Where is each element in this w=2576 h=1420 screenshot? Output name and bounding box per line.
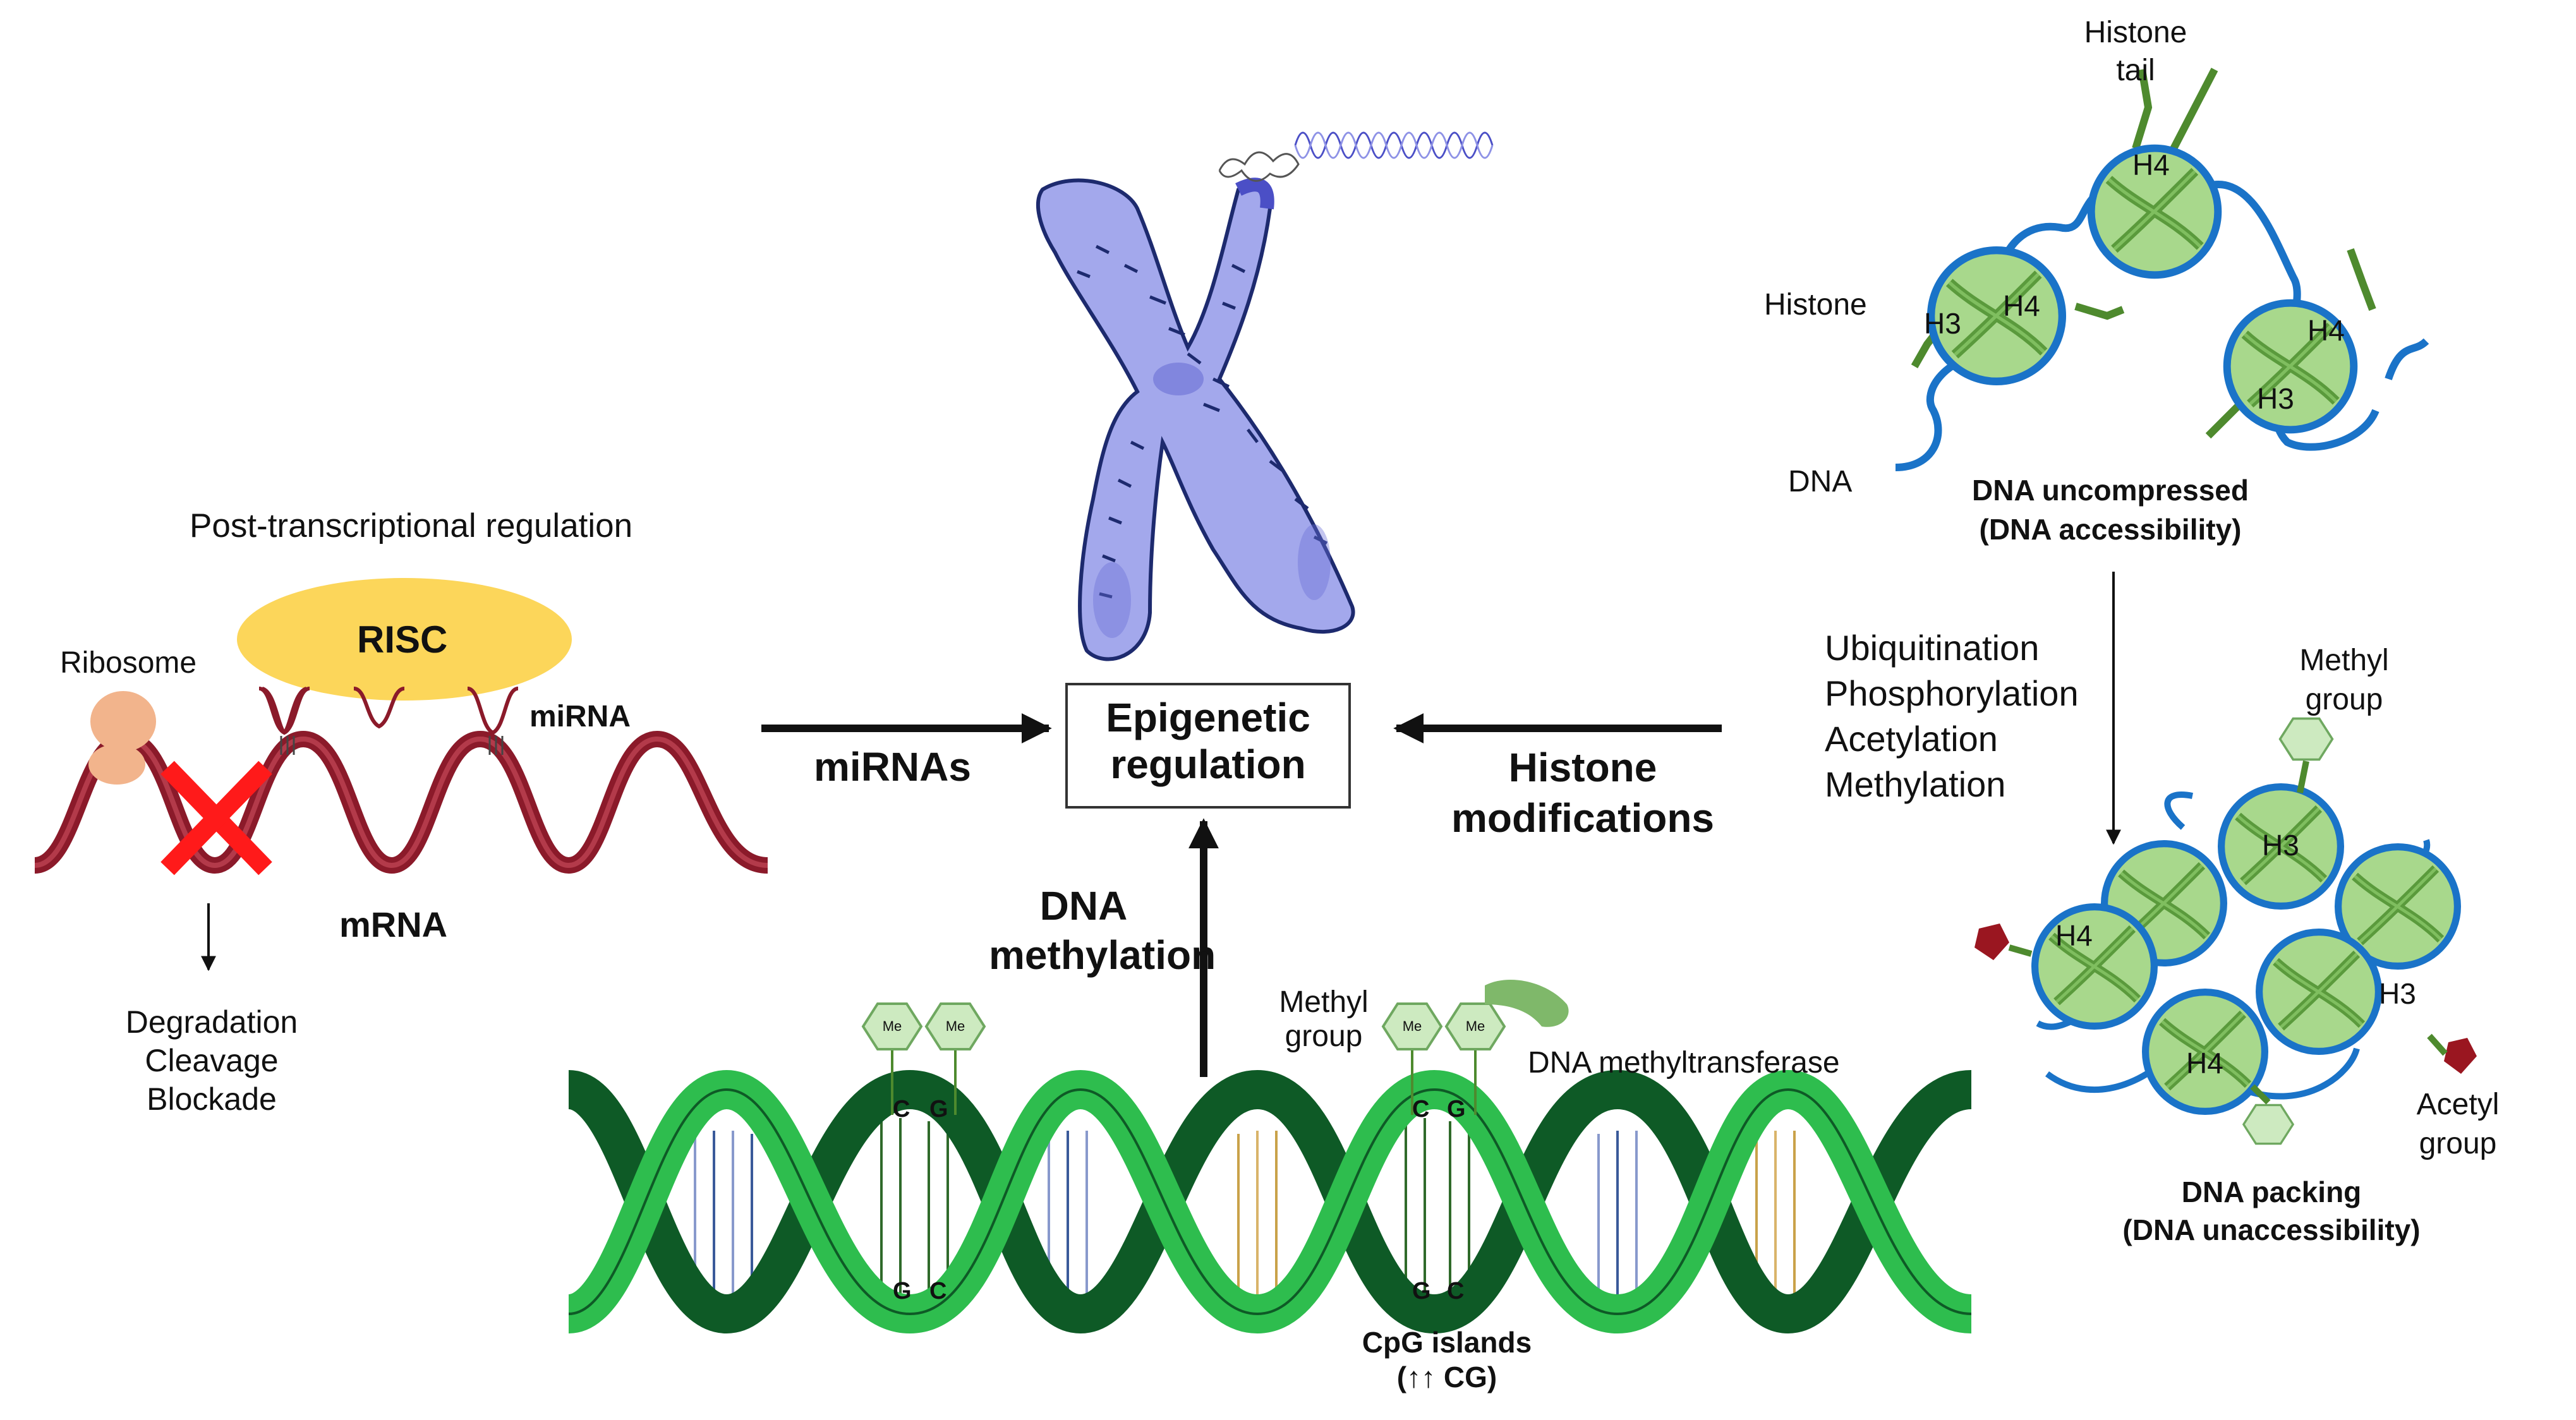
histone-marks bbox=[1974, 717, 2477, 1145]
h3-label: H3 bbox=[2262, 829, 2299, 862]
histone-methyl-line-1: Methyl bbox=[2299, 644, 2389, 677]
outcome-blockade: Blockade bbox=[147, 1081, 277, 1117]
packing-line-2: (DNA unaccessibility) bbox=[2122, 1213, 2421, 1246]
h4-label: H4 bbox=[2003, 289, 2040, 322]
h3-label: H3 bbox=[2379, 977, 2416, 1010]
h4-label: H4 bbox=[2186, 1047, 2223, 1080]
histone-tail-line-2: tail bbox=[2116, 54, 2155, 87]
cpg-islands-label: CpG islands (↑↑ CG) bbox=[1314, 1325, 1580, 1395]
dna-helix bbox=[565, 1069, 1973, 1334]
me-label: Me bbox=[882, 1018, 902, 1034]
mirnas-arrow-label: miRNAs bbox=[814, 744, 971, 790]
outcome-cleavage: Cleavage bbox=[145, 1043, 279, 1078]
h3-label: H3 bbox=[1924, 307, 1961, 340]
title-line-1: Epigenetic bbox=[1106, 695, 1310, 740]
risc-complex bbox=[237, 578, 572, 701]
histone-tail-line-1: Histone bbox=[2084, 16, 2187, 49]
uncompressed-line-1: DNA uncompressed bbox=[1972, 474, 2249, 507]
base-c: C bbox=[929, 1278, 947, 1304]
mod-ubiquitination: Ubiquitination bbox=[1825, 628, 2040, 668]
mirna-hairpins bbox=[258, 687, 519, 755]
histone-tail-label: Histone tail bbox=[2053, 14, 2218, 90]
histone-mod-line-2: modifications bbox=[1451, 795, 1715, 841]
linker-dna bbox=[1895, 181, 2429, 471]
methyl-line-2: group bbox=[1285, 1020, 1363, 1053]
acetyl-line-2: group bbox=[2419, 1127, 2497, 1160]
epigenetic-regulation-title: Epigenetic regulation bbox=[1067, 695, 1350, 788]
dna-methylation-line-2: methylation bbox=[989, 932, 1216, 978]
dna-methylation-line-1: DNA bbox=[1039, 883, 1128, 929]
h4-label: H4 bbox=[2055, 919, 2093, 952]
epigenetic-regulation-box bbox=[1065, 683, 1351, 809]
base-g: G bbox=[1412, 1278, 1431, 1304]
histone-methyl-line-2: group bbox=[2305, 683, 2383, 716]
me-label: Me bbox=[1465, 1018, 1485, 1034]
ribosome bbox=[88, 691, 156, 785]
h4-label: H4 bbox=[2132, 148, 2170, 181]
mod-phosphorylation: Phosphorylation bbox=[1825, 673, 2079, 713]
nucleosome bbox=[2035, 907, 2155, 1026]
base-c: C bbox=[893, 1096, 910, 1122]
title-line-2: regulation bbox=[1110, 741, 1306, 787]
methyl-group-label-dna: Methyl group bbox=[1257, 985, 1390, 1054]
h3-label: H3 bbox=[2257, 382, 2294, 415]
cpg-line-2: (↑↑ CG) bbox=[1396, 1361, 1497, 1393]
dna-label: DNA bbox=[1788, 465, 1853, 498]
base-c: C bbox=[1412, 1096, 1430, 1122]
packing-line-1: DNA packing bbox=[2181, 1176, 2362, 1208]
mirna-label: miRNA bbox=[529, 700, 631, 733]
cpg-line-1: CpG islands bbox=[1362, 1326, 1532, 1359]
base-g: G bbox=[929, 1096, 948, 1122]
modifications-list: Ubiquitination Phosphorylation Acetylati… bbox=[1825, 625, 2079, 807]
dna-methyltransferase-icon bbox=[1485, 980, 1569, 1027]
nucleosome bbox=[2259, 932, 2379, 1052]
mrna-strand bbox=[33, 730, 769, 874]
post-transcriptional-heading: Post-transcriptional regulation bbox=[190, 507, 633, 545]
histone-label: Histone bbox=[1764, 288, 1867, 322]
methyl-line-1: Methyl bbox=[1279, 985, 1369, 1019]
acetyl-group-label: Acetyl group bbox=[2388, 1085, 2527, 1164]
methyl-groups-dna bbox=[862, 1002, 1506, 1115]
histone-modifications-arrow-label: Histone modifications bbox=[1425, 742, 1741, 843]
mod-methylation: Methylation bbox=[1825, 764, 2006, 804]
outcome-degradation: Degradation bbox=[125, 1004, 298, 1040]
base-g: G bbox=[1447, 1096, 1466, 1122]
dna-uncompressed-label: DNA uncompressed (DNA accessibility) bbox=[1921, 471, 2300, 549]
ribosome-label: Ribosome bbox=[60, 646, 197, 680]
outcomes-list: Degradation Cleavage Blockade bbox=[111, 1003, 313, 1119]
me-label: Me bbox=[1402, 1018, 1422, 1034]
methyl-group-label-histone: Methyl group bbox=[2275, 641, 2414, 719]
me-label: Me bbox=[945, 1018, 965, 1034]
h4-label: H4 bbox=[2307, 314, 2345, 347]
dna-packing-label: DNA packing (DNA unaccessibility) bbox=[2066, 1173, 2477, 1249]
uncompressed-line-2: (DNA accessibility) bbox=[1979, 513, 2242, 546]
mod-acetylation: Acetylation bbox=[1825, 719, 1998, 759]
chromosome bbox=[1036, 131, 1494, 661]
dna-methyltransferase-label: DNA methyltransferase bbox=[1528, 1046, 1840, 1080]
histone-mod-line-1: Histone bbox=[1508, 745, 1657, 790]
mrna-label: mRNA bbox=[339, 905, 448, 944]
base-g: G bbox=[893, 1278, 912, 1304]
risc-label: RISC bbox=[357, 618, 448, 661]
dna-methylation-arrow-label: DNA methylation bbox=[989, 881, 1216, 980]
block-cross bbox=[160, 761, 272, 875]
base-c: C bbox=[1447, 1278, 1465, 1304]
acetyl-line-1: Acetyl bbox=[2416, 1088, 2500, 1121]
